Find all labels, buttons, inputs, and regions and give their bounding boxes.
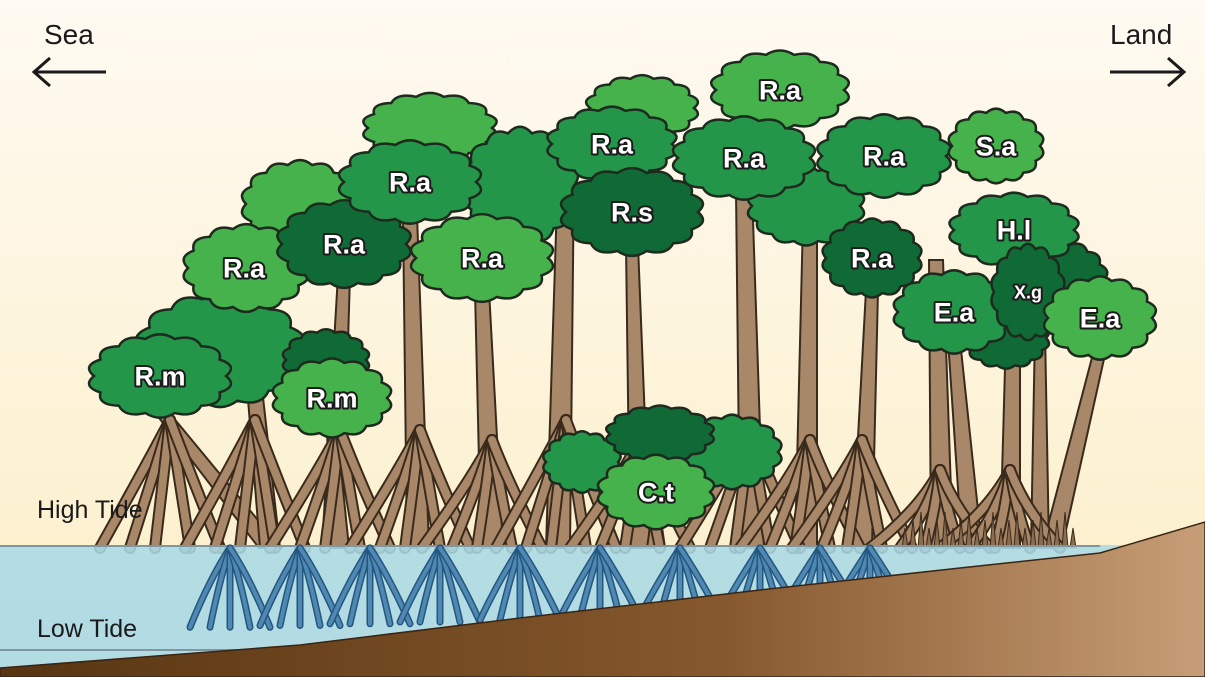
crown-shape: [947, 107, 1045, 185]
species-label: R.a: [723, 144, 766, 174]
tree-crown: C.t: [596, 453, 716, 531]
submerged-roots: [186, 544, 914, 631]
species-label: R.a: [223, 254, 266, 284]
crown-shape: [821, 217, 923, 299]
crown-shape: [816, 113, 952, 199]
prop-root-fill: [1006, 466, 1064, 552]
land-arrow-icon: [1110, 56, 1187, 88]
crown-shape: [709, 49, 851, 131]
submerged-root-fill: [518, 546, 562, 622]
species-label: R.m: [306, 384, 357, 414]
high-tide-label: High Tide: [37, 496, 143, 524]
tree-crown: R.m: [271, 357, 393, 439]
species-label: C.t: [638, 478, 674, 508]
tree-crown: R.a: [709, 49, 851, 131]
crown-shape: [409, 212, 555, 304]
tree-crown: R.m: [87, 333, 233, 419]
land-label: Land: [1110, 19, 1172, 50]
tree-crown: R.a: [276, 198, 412, 290]
sea-label: Sea: [44, 19, 94, 50]
species-label: R.a: [461, 244, 504, 274]
species-label: R.a: [323, 230, 366, 260]
crown-shape: [182, 222, 310, 314]
background-foliage: [605, 404, 715, 464]
species-label: R.s: [611, 198, 653, 228]
species-label: H.l: [997, 216, 1032, 246]
tree-crown: R.s: [559, 166, 705, 258]
tree-crown: S.a: [947, 107, 1045, 185]
crown-shape: [559, 166, 705, 258]
tree-crown: R.a: [337, 139, 483, 225]
low-tide-label: Low Tide: [37, 615, 137, 643]
tree-crown: R.a: [182, 222, 310, 314]
crown-shape: [892, 269, 1016, 355]
crown-shape: [87, 333, 233, 419]
species-label: R.a: [759, 76, 802, 106]
tree-crown: E.a: [892, 269, 1016, 355]
crown-shape: [337, 139, 483, 225]
ground-slope: [0, 521, 1205, 677]
crown-shape: [1042, 275, 1158, 361]
tree-crown: R.a: [821, 217, 923, 299]
prop-root-fill: [251, 416, 309, 552]
species-label: R.a: [863, 142, 906, 172]
species-label: S.a: [976, 132, 1018, 162]
tree-crown: R.a: [546, 105, 678, 183]
species-label: R.a: [851, 244, 894, 274]
species-label: R.m: [134, 362, 185, 392]
crown-shape: [271, 357, 393, 439]
tree-crown: R.a: [409, 212, 555, 304]
tree-crown: E.a: [1042, 275, 1158, 361]
species-label: E.a: [1080, 304, 1122, 334]
species-label: R.a: [591, 130, 634, 160]
tree-crown: R.a: [671, 115, 817, 201]
crown-shape: [596, 453, 716, 531]
prop-root-fill: [166, 416, 224, 552]
species-label: E.a: [934, 298, 976, 328]
species-label: R.a: [389, 168, 432, 198]
background-canopy: [134, 73, 1109, 494]
crown-shape: [671, 115, 817, 201]
sea-arrow-icon: [31, 56, 106, 88]
submerged-root-fill: [438, 546, 482, 624]
tree-crown: R.a: [816, 113, 952, 199]
species-label: X.g: [1014, 282, 1042, 302]
